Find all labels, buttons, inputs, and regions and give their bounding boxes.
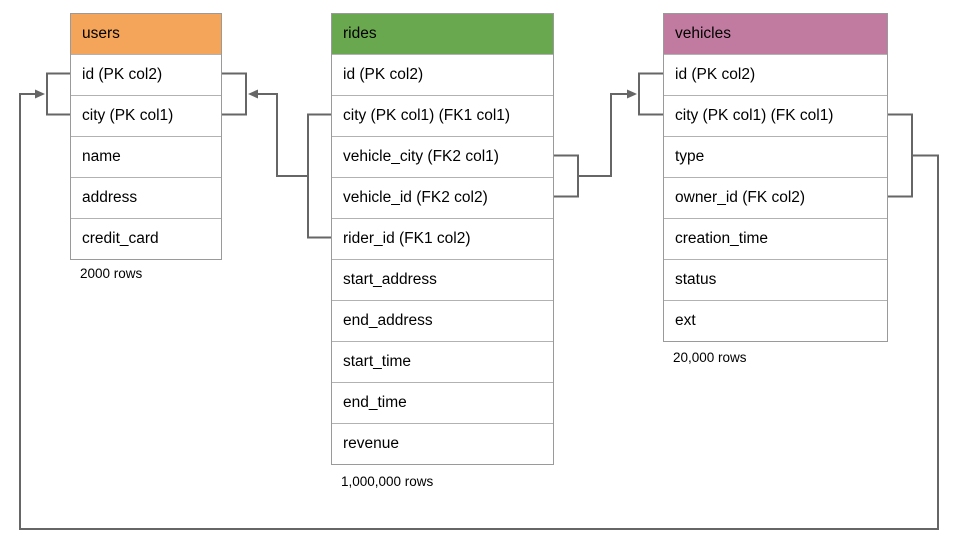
table-row: status: [664, 259, 887, 300]
table-row: type: [664, 136, 887, 177]
arrowhead-left: [248, 89, 258, 99]
arrowhead-right: [35, 89, 45, 99]
table-row: id (PK col2): [71, 54, 221, 95]
table-row: start_time: [332, 341, 553, 382]
table-row: owner_id (FK col2): [664, 177, 887, 218]
table-row: end_time: [332, 382, 553, 423]
table-row: creation_time: [664, 218, 887, 259]
vehicles-left-bracket: [638, 72, 663, 116]
connector-rides-to-vehicles: [554, 72, 663, 198]
table-row: end_address: [332, 300, 553, 341]
table-rides-header: rides: [332, 14, 553, 54]
table-row: id (PK col2): [332, 54, 553, 95]
table-row: vehicle_id (FK2 col2): [332, 177, 553, 218]
table-users: users id (PK col2) city (PK col1) name a…: [70, 13, 222, 260]
table-row: ext: [664, 300, 887, 341]
vehicles-right-bracket: [888, 113, 913, 198]
users-left-bracket: [46, 72, 70, 116]
arrowhead-right: [627, 89, 637, 99]
users-right-bracket: [222, 72, 247, 116]
table-vehicles-header: vehicles: [664, 14, 887, 54]
table-row: revenue: [332, 423, 553, 464]
connector-line: [258, 93, 308, 177]
table-row: city (PK col1) (FK1 col1): [332, 95, 553, 136]
table-row: address: [71, 177, 221, 218]
table-rides: rides id (PK col2) city (PK col1) (FK1 c…: [331, 13, 554, 465]
table-row: city (PK col1) (FK col1): [664, 95, 887, 136]
table-row: name: [71, 136, 221, 177]
table-row: rider_id (FK1 col2): [332, 218, 553, 259]
table-vehicles-rowcount: 20,000 rows: [673, 350, 747, 365]
rides-right-bracket: [554, 154, 579, 198]
table-row: start_address: [332, 259, 553, 300]
table-row: vehicle_city (FK2 col1): [332, 136, 553, 177]
table-row: city (PK col1): [71, 95, 221, 136]
table-users-header: users: [71, 14, 221, 54]
table-rides-rowcount: 1,000,000 rows: [341, 474, 434, 489]
connector-rides-to-users: [222, 72, 331, 239]
table-row: credit_card: [71, 218, 221, 259]
connector-line: [578, 93, 627, 177]
table-vehicles: vehicles id (PK col2) city (PK col1) (FK…: [663, 13, 888, 342]
rides-left-bracket: [307, 113, 331, 239]
table-users-rowcount: 2000 rows: [80, 266, 143, 281]
table-row: id (PK col2): [664, 54, 887, 95]
